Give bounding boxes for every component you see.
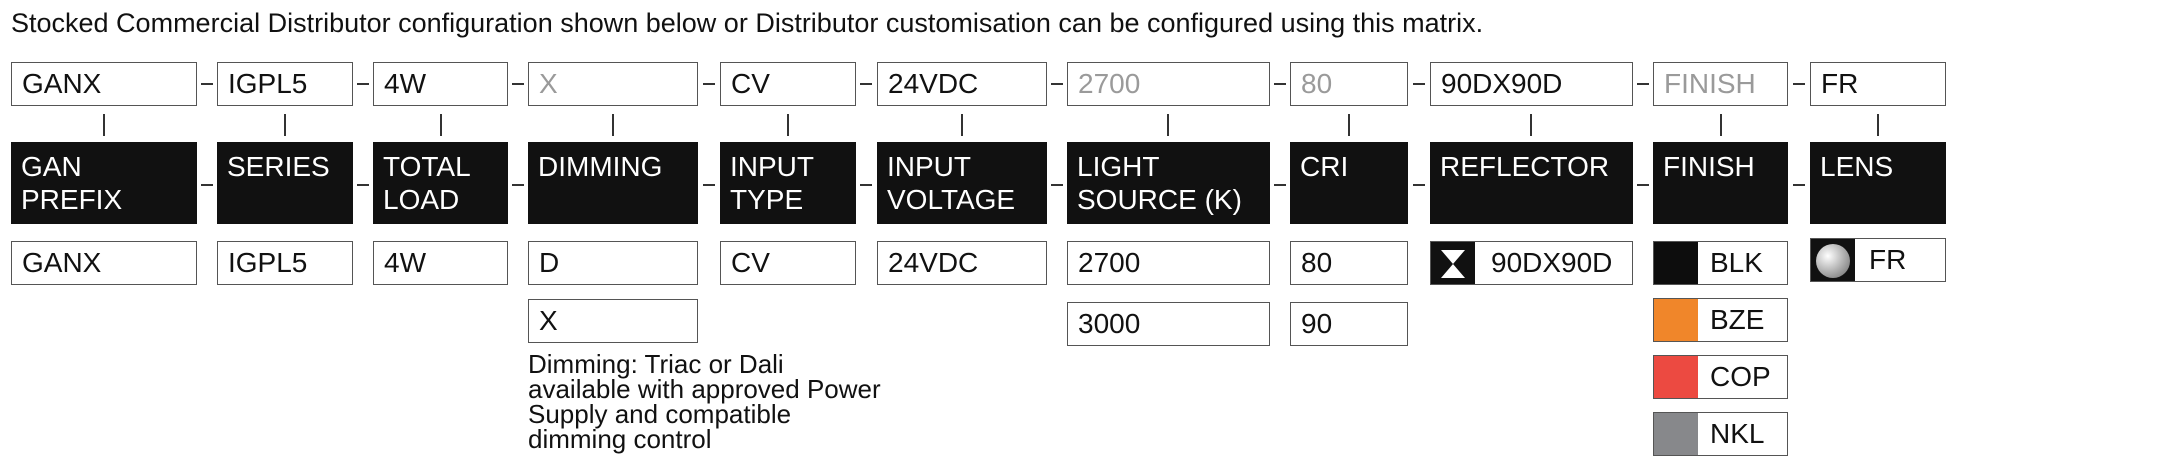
header-light-source: LIGHT SOURCE (K) — [1067, 142, 1270, 224]
header-gan-prefix: GAN PREFIX — [11, 142, 197, 224]
separator-dash — [1413, 83, 1425, 85]
option-finish-cop[interactable]: COP — [1653, 355, 1788, 399]
code-reflector[interactable]: 90DX90D — [1430, 62, 1633, 106]
separator-dash — [1793, 184, 1805, 186]
separator-dash — [1051, 184, 1063, 186]
code-cri[interactable]: 80 — [1290, 62, 1408, 106]
code-light-source[interactable]: 2700 — [1067, 62, 1270, 106]
color-swatch — [1654, 242, 1698, 284]
option-gan-prefix[interactable]: GANX — [11, 241, 197, 285]
connector-line — [1530, 114, 1532, 136]
connector-line — [1348, 114, 1350, 136]
header-series: SERIES — [217, 142, 353, 224]
separator-dash — [1274, 184, 1286, 186]
dimming-note: Dimming: Triac or Dali available with ap… — [528, 349, 881, 454]
separator-dash — [1637, 83, 1649, 85]
code-dimming[interactable]: X — [528, 62, 698, 106]
code-input-voltage[interactable]: 24VDC — [877, 62, 1047, 106]
separator-dash — [1637, 184, 1649, 186]
intro-text: Stocked Commercial Distributor configura… — [11, 8, 1484, 38]
option-label: BLK — [1710, 247, 1763, 278]
option-reflector[interactable]: 90DX90D — [1430, 241, 1633, 285]
option-input-voltage[interactable]: 24VDC — [877, 241, 1047, 285]
option-finish-nkl[interactable]: NKL — [1653, 412, 1788, 456]
option-light-source[interactable]: 3000 — [1067, 302, 1270, 346]
separator-dash — [512, 184, 524, 186]
connector-line — [612, 114, 614, 136]
separator-dash — [1051, 83, 1063, 85]
color-swatch — [1654, 413, 1698, 455]
separator-dash — [201, 184, 213, 186]
header-lens: LENS — [1810, 142, 1946, 224]
option-dimming[interactable]: D — [528, 241, 698, 285]
connector-line — [284, 114, 286, 136]
color-swatch — [1654, 299, 1698, 341]
header-input-type: INPUT TYPE — [720, 142, 856, 224]
separator-dash — [201, 83, 213, 85]
separator-dash — [860, 184, 872, 186]
separator-dash — [1274, 83, 1286, 85]
connector-line — [1877, 114, 1879, 136]
option-label: COP — [1710, 361, 1771, 392]
separator-dash — [1793, 83, 1805, 85]
separator-dash — [357, 83, 369, 85]
connector-line — [787, 114, 789, 136]
connector-line — [1167, 114, 1169, 136]
option-label: FR — [1869, 244, 1907, 275]
code-gan-prefix[interactable]: GANX — [11, 62, 197, 106]
code-total-load[interactable]: 4W — [373, 62, 508, 106]
connector-line — [1720, 114, 1722, 136]
option-finish-blk[interactable]: BLK — [1653, 241, 1788, 285]
sphere-icon — [1811, 239, 1855, 281]
option-lens[interactable]: FR — [1810, 238, 1946, 282]
option-total-load[interactable]: 4W — [373, 241, 508, 285]
separator-dash — [1413, 184, 1425, 186]
header-reflector: REFLECTOR — [1430, 142, 1633, 224]
option-label: BZE — [1710, 304, 1765, 335]
separator-dash — [512, 83, 524, 85]
connector-line — [440, 114, 442, 136]
option-cri[interactable]: 80 — [1290, 241, 1408, 285]
code-finish[interactable]: FINISH — [1653, 62, 1788, 106]
separator-dash — [703, 184, 715, 186]
option-label: NKL — [1710, 418, 1765, 449]
header-input-voltage: INPUT VOLTAGE — [877, 142, 1047, 224]
code-lens[interactable]: FR — [1810, 62, 1946, 106]
header-dimming: DIMMING — [528, 142, 698, 224]
option-cri[interactable]: 90 — [1290, 302, 1408, 346]
code-series[interactable]: IGPL5 — [217, 62, 353, 106]
option-series[interactable]: IGPL5 — [217, 241, 353, 285]
color-swatch — [1654, 356, 1698, 398]
hourglass-icon — [1431, 242, 1475, 284]
option-finish-bze[interactable]: BZE — [1653, 298, 1788, 342]
option-label: 90DX90D — [1491, 247, 1613, 278]
separator-dash — [357, 184, 369, 186]
connector-line — [961, 114, 963, 136]
header-total-load: TOTAL LOAD — [373, 142, 508, 224]
code-input-type[interactable]: CV — [720, 62, 856, 106]
separator-dash — [703, 83, 715, 85]
separator-dash — [860, 83, 872, 85]
option-light-source[interactable]: 2700 — [1067, 241, 1270, 285]
option-input-type[interactable]: CV — [720, 241, 856, 285]
header-finish: FINISH — [1653, 142, 1788, 224]
connector-line — [103, 114, 105, 136]
option-dimming[interactable]: X — [528, 299, 698, 343]
header-cri: CRI — [1290, 142, 1408, 224]
